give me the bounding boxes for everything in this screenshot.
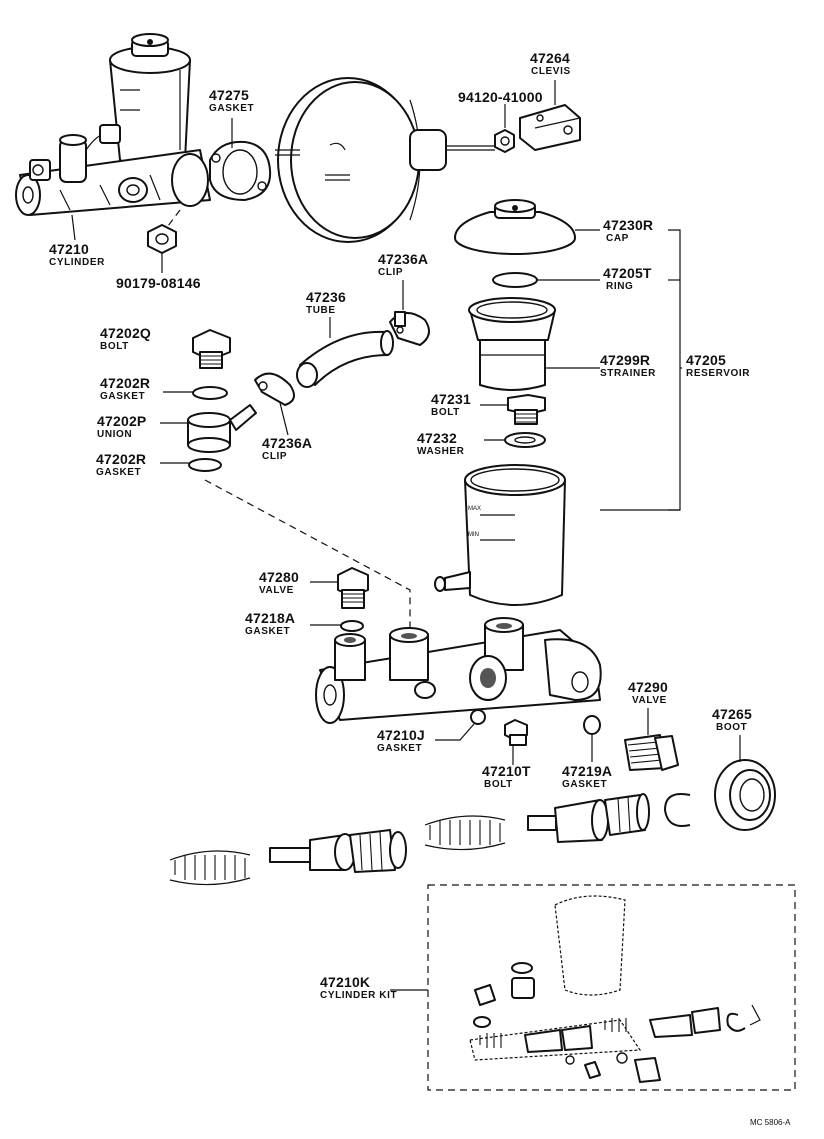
label-47236A-bottom-name: CLIP — [262, 451, 288, 462]
cap-47230R — [454, 199, 576, 255]
clip-47236A-top — [389, 311, 430, 346]
bolt-47202Q — [192, 329, 231, 369]
reservoir-max-mark: MAX — [468, 506, 482, 512]
spring-middle — [424, 815, 506, 851]
label-47205-name: RESERVOIR — [686, 368, 751, 379]
label-47205-number: 47205 — [686, 352, 726, 368]
ring-47205T — [492, 272, 538, 288]
gasket-47210J — [470, 709, 486, 725]
label-47202Q-number: 47202Q — [100, 325, 152, 341]
label-47202P-name: UNION — [97, 429, 133, 440]
label-47236-number: 47236 — [306, 289, 346, 305]
label-90179-number: 90179-08146 — [116, 275, 201, 291]
clip-47236A-bottom — [254, 372, 295, 406]
gasket-47275 — [209, 140, 272, 201]
piston-secondary — [269, 829, 407, 873]
reservoir-47205 — [434, 464, 566, 606]
label-47218A-name: GASKET — [245, 626, 291, 637]
label-47236A-top-name: CLIP — [378, 267, 404, 278]
gasket-47202R-bottom — [188, 458, 222, 472]
label-47236A-top-number: 47236A — [378, 251, 429, 267]
gasket-47219A — [583, 715, 601, 735]
label-47264-number: 47264 — [530, 50, 570, 66]
label-47210K-name: CYLINDER KIT — [320, 990, 398, 1001]
label-47236-name: TUBE — [306, 305, 336, 316]
gasket-47202R-top — [192, 386, 228, 400]
valve-47290 — [624, 734, 679, 771]
label-47202R-top-number: 47202R — [100, 375, 151, 391]
label-47264-name: CLEVIS — [531, 66, 571, 77]
label-47290-name: VALVE — [632, 695, 667, 706]
diagram-code: MC 5806-A — [750, 1118, 791, 1127]
label-94120-number: 94120-41000 — [458, 89, 543, 105]
label-47265-number: 47265 — [712, 706, 752, 722]
label-47230R-number: 47230R — [603, 217, 654, 233]
cylinder-kit-frame — [427, 884, 796, 1091]
label-47299R-name: STRAINER — [600, 368, 656, 379]
label-47219A-number: 47219A — [562, 763, 613, 779]
label-47280-name: VALVE — [259, 585, 294, 596]
piston-primary — [527, 793, 650, 843]
label-47218A-number: 47218A — [245, 610, 296, 626]
snap-ring — [664, 793, 691, 827]
tube-47236 — [296, 330, 394, 388]
label-47210-number: 47210 — [49, 241, 89, 257]
reservoir-min-mark: MIN — [468, 532, 479, 538]
label-47275-name: GASKET — [209, 103, 255, 114]
boot-47265 — [714, 759, 776, 831]
nut-94120 — [494, 129, 515, 153]
label-47202R-bottom-name: GASKET — [96, 467, 142, 478]
label-47202R-bottom-number: 47202R — [96, 451, 147, 467]
label-47210T-number: 47210T — [482, 763, 531, 779]
label-47280-number: 47280 — [259, 569, 299, 585]
label-47210K-number: 47210K — [320, 974, 371, 990]
cylinder-kit-contents — [469, 895, 761, 1083]
label-47230R-name: CAP — [606, 233, 629, 244]
label-47205T-number: 47205T — [603, 265, 652, 281]
label-47205T-name: RING — [606, 281, 634, 292]
label-47202P-number: 47202P — [97, 413, 147, 429]
label-47232-name: WASHER — [417, 446, 465, 457]
label-47236A-bottom-number: 47236A — [262, 435, 313, 451]
label-47210T-name: BOLT — [484, 779, 513, 790]
label-47265-name: BOOT — [716, 722, 748, 733]
label-47299R-number: 47299R — [600, 352, 651, 368]
label-47232-number: 47232 — [417, 430, 457, 446]
cylinder-body — [315, 617, 602, 724]
master-cylinder-assembly — [15, 33, 211, 216]
label-47275-number: 47275 — [209, 87, 249, 103]
nut-90179 — [147, 224, 177, 254]
label-47210J-name: GASKET — [377, 743, 423, 754]
valve-47280 — [337, 567, 369, 609]
label-47210-name: CYLINDER — [49, 257, 105, 268]
union-47202P — [187, 404, 257, 453]
label-47290-number: 47290 — [628, 679, 668, 695]
label-47231-number: 47231 — [431, 391, 471, 407]
brake-booster — [275, 77, 495, 243]
bolt-47210T — [504, 719, 528, 746]
label-47219A-name: GASKET — [562, 779, 608, 790]
gasket-47218A — [340, 620, 364, 632]
label-47202Q-name: BOLT — [100, 341, 129, 352]
label-47202R-top-name: GASKET — [100, 391, 146, 402]
spring-left — [169, 850, 251, 886]
bolt-47231 — [507, 394, 546, 425]
strainer-47299R — [468, 297, 556, 391]
label-47210J-number: 47210J — [377, 727, 425, 743]
label-47231-name: BOLT — [431, 407, 460, 418]
clevis-47264 — [519, 104, 581, 151]
